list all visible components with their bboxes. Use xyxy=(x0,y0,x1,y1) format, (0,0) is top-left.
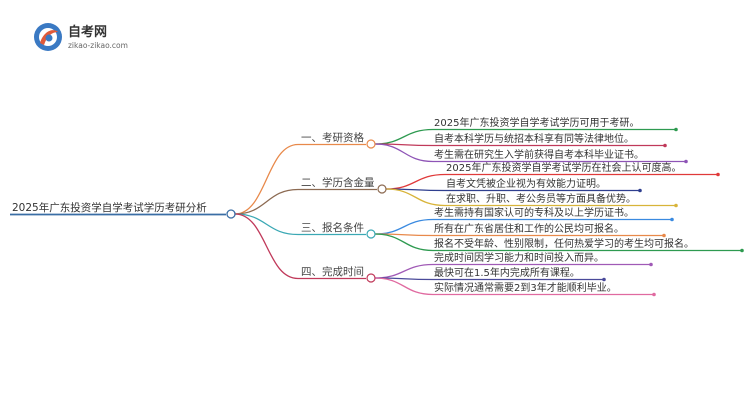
leaf-node[interactable]: 完成时间因学习能力和时间投入而异。 xyxy=(433,251,653,267)
leaf-node[interactable]: 自考本科学历与统招本科享有同等法律地位。 xyxy=(433,132,667,148)
leaf-label: 考生需在研究生入学前获得自考本科毕业证书。 xyxy=(434,148,644,161)
branch-node-duration[interactable]: 四、完成时间 xyxy=(298,265,376,283)
root-label: 2025年广东投资学自学考试学历考研分析 xyxy=(12,201,207,214)
branch-node-value[interactable]: 二、学历含金量 xyxy=(298,176,387,194)
branch-label: 三、报名条件 xyxy=(301,221,364,234)
leaf-node[interactable]: 自考文凭被企业视为有效能力证明。 xyxy=(445,177,642,193)
root-node[interactable]: 2025年广东投资学自学考试学历考研分析 xyxy=(10,201,236,219)
root-to-branch-connector xyxy=(234,143,299,215)
leaf-dot xyxy=(652,292,656,297)
branch-to-leaf-connector xyxy=(374,263,434,279)
leaf-label: 完成时间因学习能力和时间投入而异。 xyxy=(434,251,604,264)
branch-label: 一、考研资格 xyxy=(301,131,364,144)
leaf-label: 2025年广东投资学自学考试学历可用于考研。 xyxy=(434,116,639,129)
leaf-node[interactable]: 2025年广东投资学自学考试学历在社会上认可度高。 xyxy=(445,161,720,177)
branch-connector-dot xyxy=(366,229,376,239)
leaf-dot xyxy=(674,203,678,208)
branch-to-leaf-connector xyxy=(374,233,434,252)
connector-lines xyxy=(234,128,446,296)
branch-connector-dot xyxy=(377,184,387,194)
leaf-label: 所有在广东省居住和工作的公民均可报名。 xyxy=(434,222,624,235)
leaf-label: 考生需持有国家认可的专科及以上学历证书。 xyxy=(434,206,634,219)
leaf-node[interactable]: 2025年广东投资学自学考试学历可用于考研。 xyxy=(433,116,678,132)
leaf-label: 自考文凭被企业视为有效能力证明。 xyxy=(446,177,606,190)
branch-connector-dot xyxy=(366,139,376,149)
leaf-dot xyxy=(662,233,666,238)
leaf-node[interactable]: 所有在广东省居住和工作的公民均可报名。 xyxy=(433,222,666,238)
leaf-dot xyxy=(638,188,642,193)
branch-label: 二、学历含金量 xyxy=(301,176,375,189)
leaf-node[interactable]: 最快可在1.5年内完成所有课程。 xyxy=(433,266,606,282)
branch-connector-dot xyxy=(366,273,376,283)
branch-to-leaf-connector xyxy=(374,218,434,235)
branch-to-leaf-connector xyxy=(374,277,434,296)
leaf-label: 在求职、升职、考公务员等方面具备优势。 xyxy=(446,192,636,205)
leaf-node[interactable]: 考生需在研究生入学前获得自考本科毕业证书。 xyxy=(433,148,688,164)
leaf-label: 最快可在1.5年内完成所有课程。 xyxy=(434,266,580,279)
leaf-dot xyxy=(716,172,720,177)
leaf-node[interactable]: 考生需持有国家认可的专科及以上学历证书。 xyxy=(433,206,674,222)
branch-to-leaf-connector xyxy=(385,173,446,190)
leaf-label: 报名不受年龄、性别限制，任何热爱学习的考生均可报名。 xyxy=(434,237,694,250)
root-to-branch-connector xyxy=(234,213,299,236)
branch-node-requirements[interactable]: 三、报名条件 xyxy=(298,221,376,239)
leaf-label: 实际情况通常需要2到3年才能顺利毕业。 xyxy=(434,281,617,294)
branch-to-leaf-connector xyxy=(374,128,434,145)
leaf-label: 自考本科学历与统招本科享有同等法律地位。 xyxy=(434,132,634,145)
leaf-dot xyxy=(602,277,606,282)
site-logo[interactable]: 自考网 zikao-zikao.com xyxy=(34,23,128,51)
branch-label: 四、完成时间 xyxy=(301,265,364,278)
logo-title: 自考网 xyxy=(68,24,107,40)
leaf-dot xyxy=(674,127,678,132)
leaf-dot xyxy=(663,143,667,148)
branch-node-qualification[interactable]: 一、考研资格 xyxy=(298,131,376,149)
leaf-label: 2025年广东投资学自学考试学历在社会上认可度高。 xyxy=(446,161,681,174)
leaf-dot xyxy=(740,248,744,253)
root-to-branch-connector xyxy=(234,213,299,280)
root-to-branch-connector xyxy=(234,188,299,215)
leaf-node[interactable]: 实际情况通常需要2到3年才能顺利毕业。 xyxy=(433,281,656,297)
branch-to-leaf-connector xyxy=(374,143,434,163)
leaf-node[interactable]: 在求职、升职、考公务员等方面具备优势。 xyxy=(445,192,678,208)
root-connector-dot xyxy=(226,209,236,219)
leaf-dot xyxy=(649,262,653,267)
logo-icon xyxy=(34,23,62,51)
leaf-node[interactable]: 报名不受年龄、性别限制，任何热爱学习的考生均可报名。 xyxy=(433,237,744,253)
leaf-dot xyxy=(670,217,674,222)
leaf-dot xyxy=(684,159,688,164)
branch-to-leaf-connector xyxy=(385,188,446,207)
logo-url: zikao-zikao.com xyxy=(68,41,128,50)
